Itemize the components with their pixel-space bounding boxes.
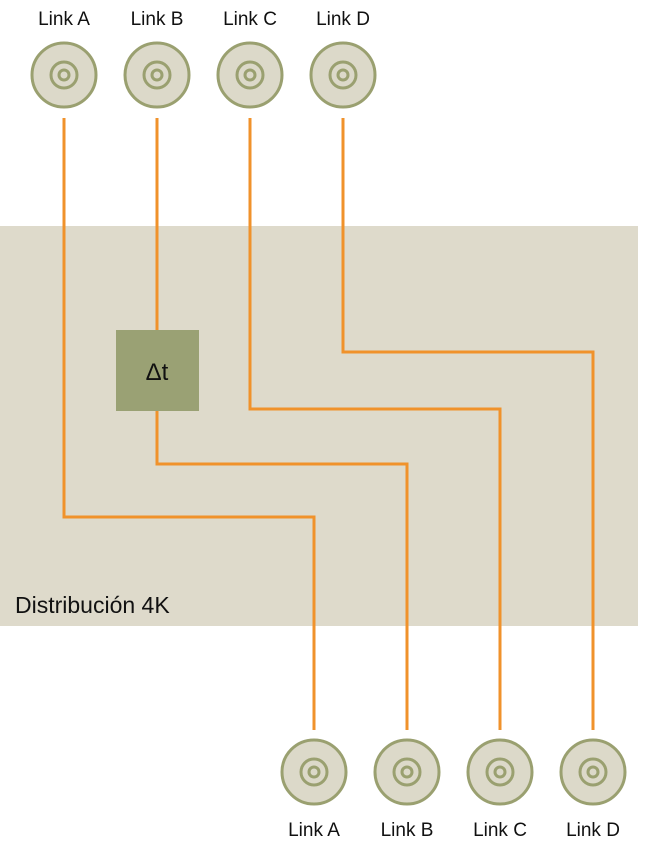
input-connector-c: Link C — [216, 9, 284, 109]
wire-link-b-out — [155, 411, 409, 730]
input-connector-b: Link B — [123, 9, 191, 109]
output-label: Link A — [288, 820, 340, 841]
input-connector-a: Link A — [30, 9, 98, 109]
output-label: Link D — [566, 820, 620, 841]
wire-link-c — [248, 118, 502, 730]
distribution-device-box — [0, 226, 638, 626]
wire-link-a — [62, 118, 316, 730]
input-label: Link A — [38, 9, 90, 30]
input-connector-d: Link D — [309, 9, 377, 109]
input-label: Link D — [316, 9, 370, 30]
input-label: Link B — [131, 9, 184, 30]
delay-block — [116, 330, 199, 411]
output-label: Link B — [381, 820, 434, 841]
wire-link-d — [341, 118, 595, 730]
delay-label: Δt — [146, 359, 169, 386]
device-label: Distribución 4K — [15, 592, 170, 618]
output-connector-d: Link D — [559, 738, 627, 841]
output-connector-a: Link A — [280, 738, 348, 841]
output-connector-c: Link C — [466, 738, 534, 841]
output-label: Link C — [473, 820, 527, 841]
input-label: Link C — [223, 9, 277, 30]
output-connector-b: Link B — [373, 738, 441, 841]
